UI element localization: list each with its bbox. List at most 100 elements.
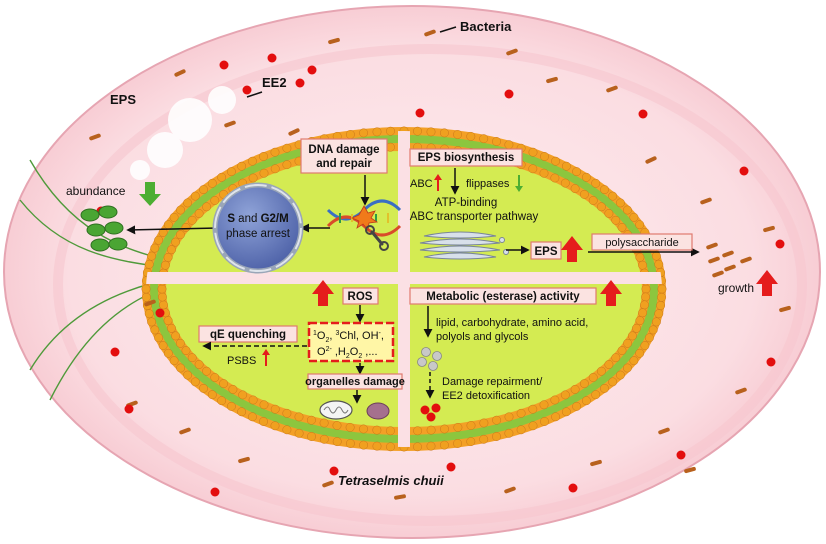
lipid-head-inner bbox=[635, 316, 645, 326]
lipid-head-inner bbox=[570, 384, 580, 394]
lipid-head-outer bbox=[163, 348, 173, 358]
lipid-head-outer bbox=[359, 440, 369, 450]
lipid-head-outer bbox=[426, 441, 436, 451]
dna-damage-line2: and repair bbox=[316, 158, 372, 170]
lipid-head-outer bbox=[413, 126, 422, 136]
lipid-head-outer bbox=[591, 390, 601, 400]
bacterium-rod bbox=[504, 486, 516, 494]
lipid-head-inner bbox=[638, 308, 648, 318]
ee2-molecule-dot bbox=[775, 239, 785, 249]
organelles-damage-box bbox=[307, 373, 403, 390]
lipid-head-outer bbox=[332, 437, 342, 447]
lipid-head-inner bbox=[550, 395, 560, 405]
lipid-head-outer bbox=[270, 421, 280, 431]
lipid-head-inner bbox=[632, 323, 641, 333]
polysaccharide-box bbox=[591, 233, 693, 251]
lipid-head-outer bbox=[144, 309, 154, 319]
lipid-head-outer bbox=[154, 235, 164, 245]
ee2-dots bbox=[96, 53, 785, 497]
metabolic-activity-box bbox=[409, 287, 597, 305]
lipid-head-inner bbox=[171, 237, 181, 247]
bacterium-rod bbox=[144, 299, 156, 307]
lipid-head-outer bbox=[163, 220, 173, 230]
lipid-head-inner bbox=[167, 245, 176, 255]
lipid-head-outer bbox=[453, 439, 463, 448]
lipid-head-inner bbox=[294, 412, 304, 422]
lipid-head-outer bbox=[226, 401, 236, 411]
lipid-head-inner bbox=[453, 422, 463, 432]
lipid-head-inner bbox=[627, 331, 637, 341]
bacterium-rod bbox=[424, 29, 436, 37]
lipid-head-outer bbox=[591, 178, 601, 188]
lipid-head-outer bbox=[147, 251, 157, 261]
abc-up-arrow bbox=[434, 174, 442, 191]
lipid-head-outer bbox=[345, 439, 355, 448]
lipid-head-outer bbox=[247, 412, 257, 422]
lipid-head-outer bbox=[345, 130, 355, 139]
algae-cluster bbox=[80, 205, 128, 252]
lipid-head-outer bbox=[651, 317, 661, 327]
lipid-head-inner bbox=[238, 390, 248, 400]
lipid-head-outer bbox=[183, 370, 193, 380]
lipid-head-outer bbox=[492, 137, 501, 146]
dna-damage-line1: DNA damage bbox=[308, 144, 379, 156]
ros-box bbox=[342, 287, 379, 305]
lipid-head-inner bbox=[385, 426, 395, 436]
phase-to-abundance-arrow bbox=[126, 225, 219, 235]
lipid-head-outer bbox=[608, 377, 618, 387]
ee2-molecule-dot bbox=[242, 85, 252, 95]
ee2-molecule-dot bbox=[219, 60, 229, 70]
lipid-head-inner bbox=[641, 292, 651, 302]
ee2-label: EE2 bbox=[262, 75, 287, 90]
lipid-head-inner bbox=[187, 353, 197, 363]
lipid-head-inner bbox=[248, 395, 258, 405]
lipid-head-outer bbox=[600, 185, 609, 195]
lipid-head-outer bbox=[622, 205, 632, 215]
ros-up-arrow bbox=[312, 280, 334, 306]
lipid-head-inner bbox=[528, 404, 538, 414]
lipid-head-outer bbox=[386, 442, 395, 452]
lipid-head-inner bbox=[617, 222, 627, 232]
metabolic-up-arrow bbox=[600, 280, 622, 306]
lipid-head-outer bbox=[190, 377, 200, 387]
lipid-head-outer bbox=[453, 130, 463, 139]
lipid-head-outer bbox=[656, 301, 666, 310]
bacteria-label: Bacteria bbox=[460, 19, 512, 34]
bacterium-rod bbox=[179, 427, 191, 435]
lipid-head-inner bbox=[588, 373, 598, 382]
lipid-head-outer bbox=[479, 134, 489, 144]
lipid-head-inner bbox=[219, 379, 229, 389]
lipid-head-outer bbox=[237, 407, 247, 417]
atp-binding-line1: ATP-binding bbox=[435, 197, 497, 209]
lipid-head-outer bbox=[561, 407, 571, 417]
lipid-head-inner bbox=[635, 252, 645, 262]
eps-inner-label: EPS bbox=[534, 246, 557, 258]
lipid-head-outer bbox=[150, 325, 160, 335]
ee2-molecule-dot bbox=[210, 487, 220, 497]
golgi-apparatus bbox=[419, 231, 509, 260]
lipid-head-outer bbox=[629, 356, 639, 366]
lipid-head-outer bbox=[492, 432, 501, 441]
lipid-head-inner bbox=[440, 424, 449, 434]
lipid-head-outer bbox=[282, 143, 292, 153]
lipid-head-inner bbox=[426, 425, 436, 435]
abundance-label: abundance bbox=[66, 184, 126, 198]
growth-bacteria bbox=[706, 242, 752, 278]
ee2-molecule-dot bbox=[676, 450, 686, 460]
bacterium-rod bbox=[506, 48, 518, 56]
lipid-head-inner bbox=[604, 360, 614, 369]
bacterium-rod bbox=[658, 427, 670, 435]
eps-bubbles bbox=[130, 86, 236, 180]
abundance-down-arrow bbox=[139, 182, 161, 206]
lipid-head-inner bbox=[492, 415, 502, 425]
phase-arrest-line2: phase arrest bbox=[226, 228, 291, 240]
bacterium-rod bbox=[684, 466, 696, 474]
growth-label: growth bbox=[718, 281, 754, 295]
lipid-head-outer bbox=[282, 425, 292, 435]
lipid-head-outer bbox=[169, 356, 179, 366]
bacterium-rod bbox=[763, 225, 775, 233]
lipid-head-outer bbox=[551, 412, 561, 422]
lipid-head-outer bbox=[294, 428, 304, 438]
lipid-head-outer bbox=[644, 333, 654, 343]
lipid-head-outer bbox=[504, 428, 514, 438]
